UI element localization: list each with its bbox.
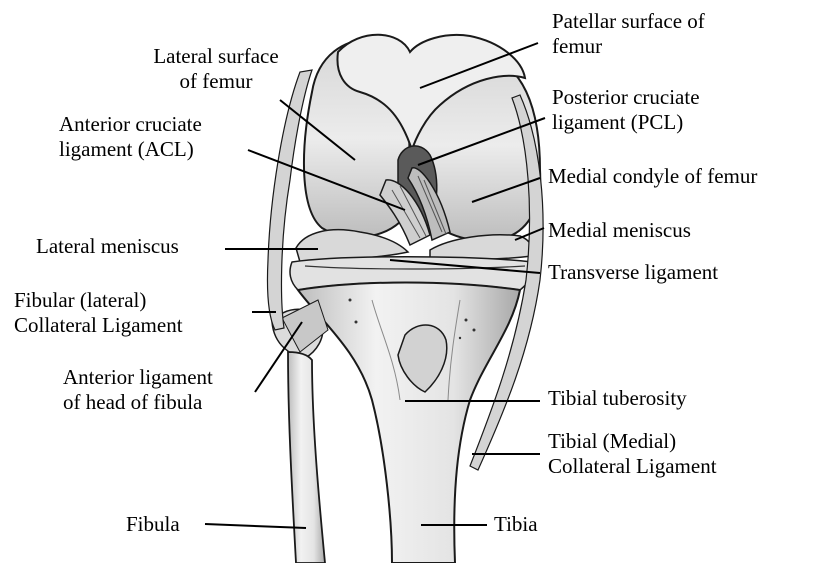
fibula xyxy=(272,300,328,563)
label-medial-condyle: Medial condyle of femur xyxy=(548,164,757,189)
label-medial-meniscus: Medial meniscus xyxy=(548,218,691,243)
label-pcl-line1: Posterior cruciate xyxy=(552,85,700,110)
label-patellar-surface: Patellar surface of femur xyxy=(552,9,705,59)
label-lateral-meniscus: Lateral meniscus xyxy=(36,234,179,259)
femur xyxy=(304,35,540,241)
label-acl-line1: Anterior cruciate xyxy=(59,112,202,137)
label-patellar-surface-line2: femur xyxy=(552,34,705,59)
label-transverse-ligament: Transverse ligament xyxy=(548,260,718,285)
label-pcl: Posterior cruciate ligament (PCL) xyxy=(552,85,700,135)
leader-fibula xyxy=(205,524,306,528)
label-lateral-surface: Lateral surface of femur xyxy=(148,44,284,94)
label-tibial-tuberosity: Tibial tuberosity xyxy=(548,386,687,411)
label-acl: Anterior cruciate ligament (ACL) xyxy=(59,112,202,162)
label-fibular-collateral-line2: Collateral Ligament xyxy=(14,313,183,338)
label-acl-line2: ligament (ACL) xyxy=(59,137,202,162)
label-fibular-collateral-line1: Fibular (lateral) xyxy=(14,288,183,313)
label-tibia: Tibia xyxy=(494,512,538,537)
label-lateral-surface-line2: of femur xyxy=(148,69,284,94)
label-patellar-surface-line1: Patellar surface of xyxy=(552,9,705,34)
label-fibular-collateral: Fibular (lateral) Collateral Ligament xyxy=(14,288,183,338)
label-tibial-collateral-line2: Collateral Ligament xyxy=(548,454,717,479)
fibula-shaft xyxy=(288,352,325,563)
label-anterior-ligament-fibula-line2: of head of fibula xyxy=(63,390,213,415)
label-pcl-line2: ligament (PCL) xyxy=(552,110,700,135)
label-tibial-collateral: Tibial (Medial) Collateral Ligament xyxy=(548,429,717,479)
label-tibial-collateral-line1: Tibial (Medial) xyxy=(548,429,717,454)
label-anterior-ligament-fibula-line1: Anterior ligament xyxy=(63,365,213,390)
label-lateral-surface-line1: Lateral surface xyxy=(148,44,284,69)
label-anterior-ligament-fibula: Anterior ligament of head of fibula xyxy=(63,365,213,415)
label-fibula: Fibula xyxy=(126,512,180,537)
